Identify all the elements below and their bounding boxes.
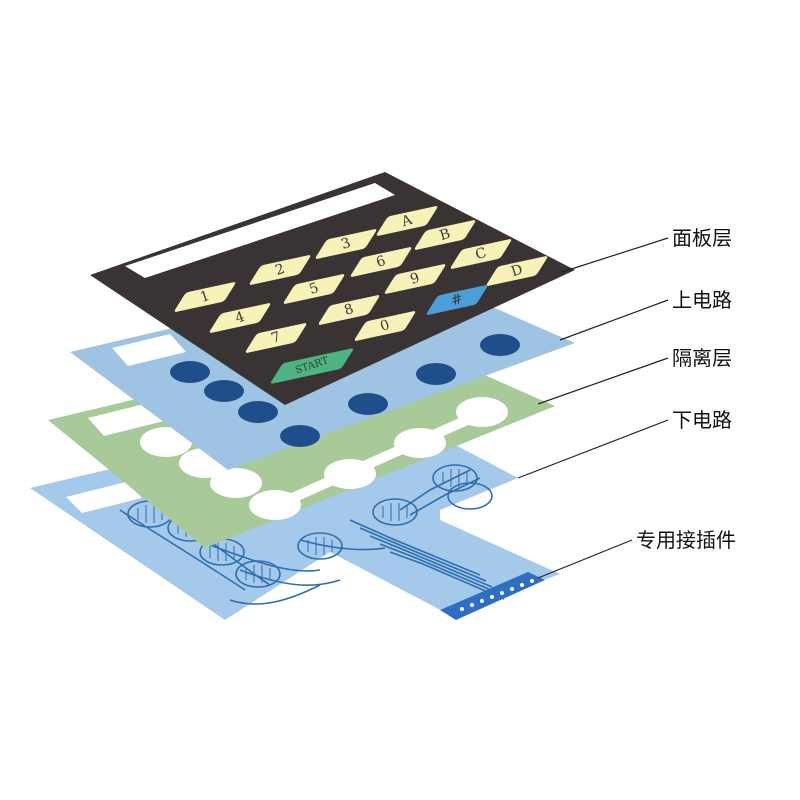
key-face [354, 311, 416, 341]
leader-connector [537, 539, 633, 579]
key-6: 6 [350, 247, 412, 277]
key-label: # [449, 291, 465, 310]
label-panel: 面板层 [672, 226, 732, 250]
key-face [315, 229, 377, 259]
key-d: D [486, 256, 548, 286]
key-face [450, 239, 512, 269]
lower-window [66, 482, 142, 513]
key-5: 5 [283, 274, 345, 304]
key-face [414, 220, 476, 250]
key-face [426, 285, 488, 315]
key-4: 4 [209, 303, 271, 333]
upper-window [112, 334, 186, 366]
key-face [174, 282, 236, 312]
upper-contact-dots [170, 334, 520, 447]
key-face [350, 247, 412, 277]
key-hash: # [426, 285, 488, 315]
leader-lower-circuit [517, 419, 669, 479]
key-face [245, 323, 307, 353]
leader-upper-circuit [559, 299, 669, 341]
label-spacer: 隔离层 [672, 346, 732, 370]
key-8: 8 [318, 295, 380, 325]
key-face [283, 274, 345, 304]
callouts: 面板层 上电路 隔离层 下电路 专用接插件 [517, 226, 736, 579]
key-face [209, 303, 271, 333]
key-face [271, 348, 353, 384]
connector-pins [460, 579, 534, 611]
key-9: 9 [384, 264, 446, 294]
key-a: A [376, 206, 438, 236]
leader-panel [561, 237, 669, 273]
leader-spacer [537, 357, 669, 405]
label-upper-circuit: 上电路 [672, 288, 732, 312]
key-start: START [271, 348, 353, 384]
label-connector: 专用接插件 [636, 528, 736, 552]
spacer-vent-channel [267, 407, 488, 513]
key-label: D [509, 262, 525, 281]
key-7: 7 [245, 323, 307, 353]
spacer-window [88, 402, 168, 436]
key-1: 1 [174, 282, 236, 312]
key-face [376, 206, 438, 236]
spacer-holes [140, 397, 508, 520]
key-face [318, 295, 380, 325]
key-2: 2 [249, 255, 311, 285]
panel-display-window [125, 183, 395, 278]
key-face [249, 255, 311, 285]
key-label: C [473, 245, 488, 264]
key-c: C [450, 239, 512, 269]
key-b: B [414, 220, 476, 250]
key-0: 0 [354, 311, 416, 341]
lower-pad-hatching [137, 469, 468, 583]
key-label: B [438, 226, 453, 244]
label-lower-circuit: 下电路 [672, 408, 732, 432]
key-face [486, 256, 548, 286]
key-3: 3 [315, 229, 377, 259]
key-face [384, 264, 446, 294]
